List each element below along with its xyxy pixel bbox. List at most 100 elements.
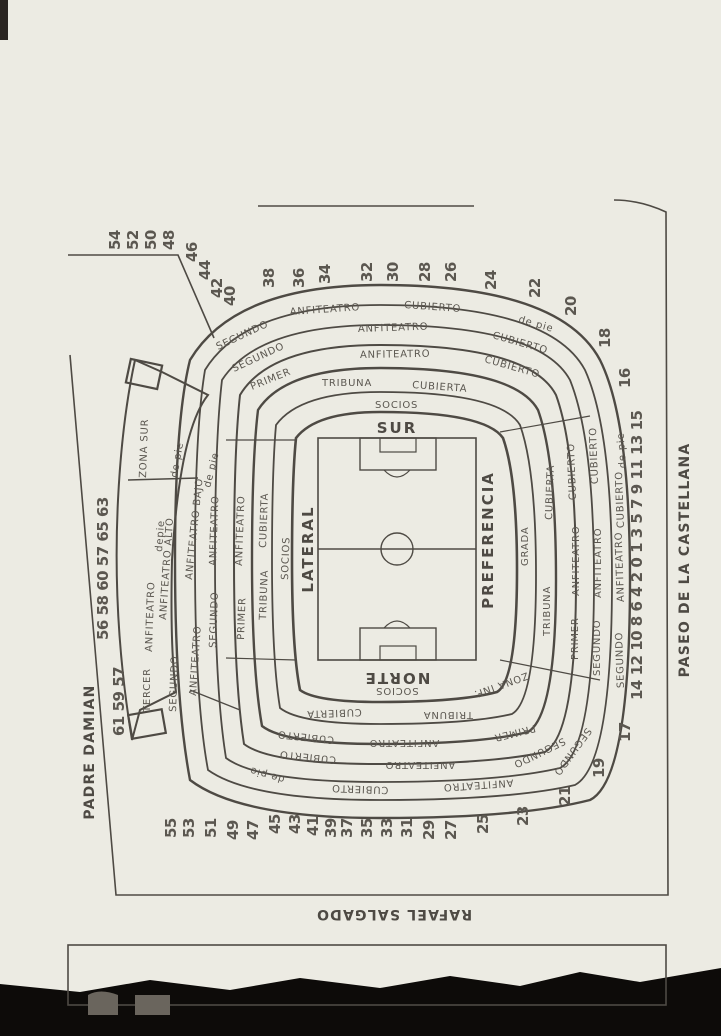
svg-text:ANFITEATRO: ANFITEATRO [614,531,627,602]
pitch-arc-bottom [383,620,411,629]
gate-number: 40 [221,286,239,306]
gate-number: 24 [482,270,500,290]
stand-preferencia-label: PREFERENCIA [479,471,497,609]
svg-text:ANFITEATRO: ANFITEATRO [360,349,431,361]
sur-tier-socios: SOCIOS [375,400,418,411]
svg-text:ZONA SUR: ZONA SUR [138,419,151,479]
gate-numbers-left-lower: 61 59 57 [110,667,128,736]
gate-number: 30 [384,262,402,282]
gate-number: 48 [160,230,178,250]
stadium-ring-2 [194,304,613,801]
sur-tier-4: TRIBUNA CUBIERTA [321,378,468,395]
svg-text:SOCIOS: SOCIOS [375,685,418,696]
gate-number: 36 [290,268,308,288]
gate-number: 26 [442,262,460,282]
zona-sur-cap-bottom [126,707,168,741]
gate-number: 19 [590,758,608,778]
stadium-ring-3 [214,324,595,783]
gate-number: 18 [596,328,614,348]
svg-text:ANFITEATRO: ANFITEATRO [358,322,429,335]
gate-number: 20 [562,296,580,316]
gate-number: 25 [474,814,492,834]
stand-norte-label: NORTE [364,669,431,687]
gate-number: 55 [162,818,180,838]
svg-text:depie: depie [154,520,167,552]
svg-text:ANFITEATRO: ANFITEATRO [144,581,157,652]
svg-text:SEGUNDO: SEGUNDO [208,591,221,648]
svg-text:CUBIERTA: CUBIERTA [412,380,468,395]
bottom-box [67,944,667,1006]
svg-text:CUBIERTA: CUBIERTA [258,493,271,549]
zona-sur-cap-top [124,357,164,391]
gate-number: 29 [420,820,438,840]
svg-text:TRIBUNA: TRIBUNA [258,570,271,621]
zona-sur-sep-2 [189,689,241,711]
svg-text:ANFITEATRO: ANFITEATRO [188,625,204,696]
gate-number: 35 [358,818,376,838]
stand-lateral-label: LATERAL [299,505,317,592]
gate-number: 51 [202,818,220,838]
gate-number: 21 [556,786,574,806]
stadium-ring-4 [232,343,578,766]
svg-text:SEGUNDO: SEGUNDO [614,632,627,689]
gate-number: 34 [316,264,334,284]
pitch-goalbox-top [379,437,417,453]
svg-text:ANFITEATRO: ANFITEATRO [385,759,455,770]
street-padre-damian: PADRE DAMIAN [82,684,98,819]
svg-text:CUBIERTO: CUBIERTO [404,300,462,315]
svg-text:ANFITEATRO: ANFITEATRO [289,302,360,318]
gate-number: 22 [526,278,544,298]
gate-number: 43 [286,814,304,834]
gate-numbers-right-corner: 17 19 21 23 [514,722,634,826]
bottom-box-print [88,991,170,1015]
zona-sur-sep-1 [127,477,199,481]
outer-border-line [68,254,215,339]
gate-number: 38 [260,268,278,288]
gate-number: 16 [616,368,634,388]
svg-text:SEGUNDO: SEGUNDO [168,655,181,712]
gate-number: 46 [183,242,201,262]
stadium-outer-ring [173,283,632,820]
left-shadow [0,0,8,40]
svg-text:CUBIERTA: CUBIERTA [306,706,362,719]
stadium-ring-5 [250,366,558,746]
left-street-line [69,199,669,896]
svg-text:CUBIERTA: CUBIERTA [544,465,557,521]
svg-text:TRIBUNA: TRIBUNA [542,586,553,637]
gate-number: 28 [416,262,434,282]
lateral-tier-labels: TERCER ANFITEATRO SEGUNDO ANFITEATRO SEG… [142,493,293,713]
gate-number: 45 [266,814,284,834]
svg-text:CUBIERTO: CUBIERTO [614,471,627,528]
gate-number: 44 [196,260,214,280]
gate-number: 50 [142,230,160,250]
gate-number: 41 [304,816,322,836]
stadium-ring-7 [290,410,519,704]
svg-text:CUBIERTO: CUBIERTO [588,427,601,484]
gate-number: 39 [322,818,340,838]
svg-text:de pie: de pie [616,432,629,468]
stadium-ring-6 [271,391,537,725]
gate-number: 23 [514,806,532,826]
gate-number: 54 [106,230,124,250]
pitch-goalbox-bottom [379,645,417,661]
svg-text:ANFITEATRO: ANFITEATRO [369,737,439,748]
gate-number: 53 [180,818,198,838]
svg-text:SEGUNDO: SEGUNDO [592,620,603,676]
gate-numbers-right: 14 12 10 8 6 4 2 0 1 3 5 7 9 11 13 15 [628,410,646,700]
stand-sur-label: SUR [377,419,418,437]
svg-text:TRIBUNA: TRIBUNA [423,709,474,720]
gate-number: 27 [442,820,460,840]
svg-text:ANFITEATRO: ANFITEATRO [593,528,604,598]
ticket-paper [0,0,721,992]
svg-text:TRIBUNA: TRIBUNA [321,378,372,389]
svg-text:PRIMER: PRIMER [236,597,248,640]
svg-text:ANFITEATRO: ANFITEATRO [208,495,221,566]
sector-divider-3 [225,657,297,661]
svg-text:SOCIOS: SOCIOS [280,537,292,581]
svg-text:ANFITEATRO: ANFITEATRO [443,777,514,793]
preferencia-tier-labels: GRADA TRIBUNA CUBIERTA PRIMER ANFITEATRO… [520,427,629,688]
gate-number: 17 [616,722,634,742]
